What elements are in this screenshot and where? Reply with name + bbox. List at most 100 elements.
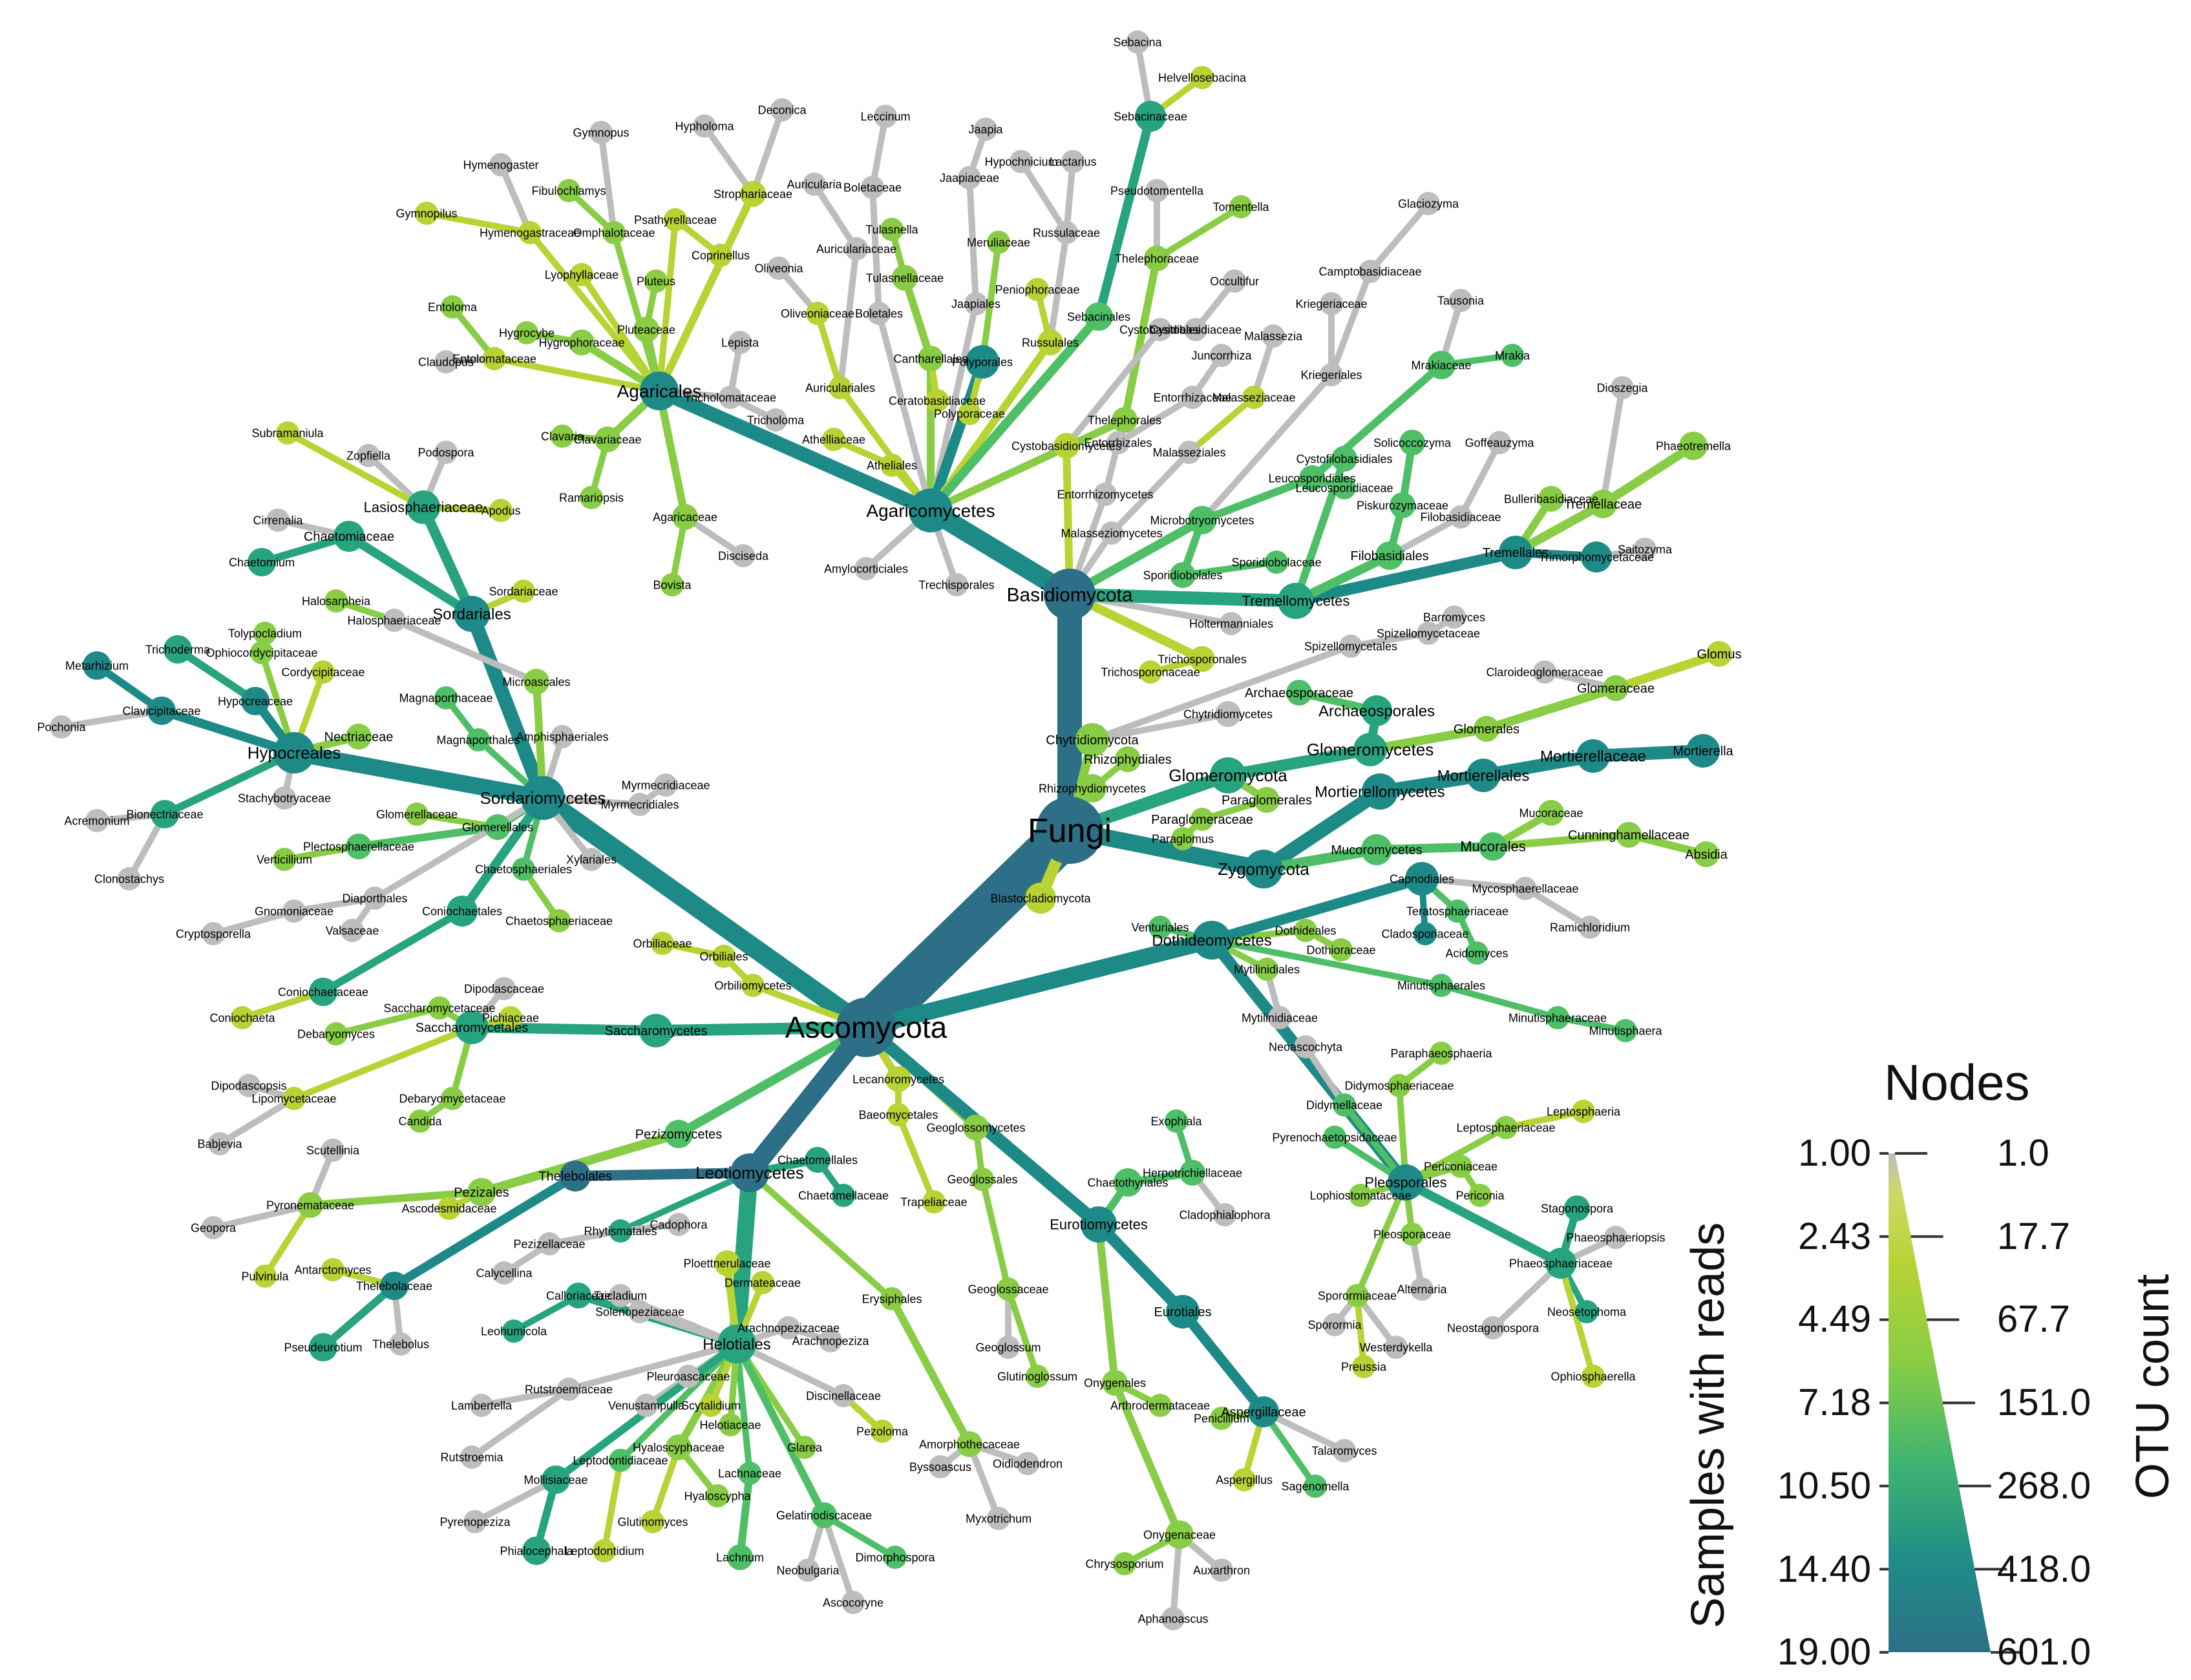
node-magnaporthaceae xyxy=(434,686,458,709)
edge-chaetomiaceae xyxy=(344,532,476,618)
edge-auricularia xyxy=(811,181,860,252)
label-lactarius: Lactarius xyxy=(1049,155,1096,168)
edge-capnodiales xyxy=(1207,874,1427,945)
label-goffeauzyma: Goffeauzyma xyxy=(1465,436,1535,449)
label-halosarpheia: Halosarpheia xyxy=(302,594,371,607)
label-filobasidiaceae: Filobasidiaceae xyxy=(1420,510,1501,523)
node-geoglossales xyxy=(971,1168,994,1191)
edge-ophiosphaerella xyxy=(1558,1260,1596,1380)
node-malasseziomycetes xyxy=(1100,521,1123,545)
node-venturiales xyxy=(1148,916,1172,939)
node-cystobasidiales xyxy=(1148,318,1172,341)
legend-otu-tick: 17.7 xyxy=(1997,1215,2070,1257)
label-polyporaceae: Polyporaceae xyxy=(934,407,1005,420)
label-agaricales: Agaricales xyxy=(617,381,702,401)
label-orbiliales: Orbiliales xyxy=(699,950,748,963)
label-candida: Candida xyxy=(398,1115,442,1128)
label-entolomataceae: Entolomataceae xyxy=(452,352,536,365)
node-sordariales xyxy=(454,596,490,632)
label-pochonia: Pochonia xyxy=(37,720,86,733)
node-geoglossaceae xyxy=(997,1277,1020,1301)
node-pluteus xyxy=(644,269,668,293)
node-debaryomyces xyxy=(324,1022,348,1045)
label-gymnopus: Gymnopus xyxy=(573,126,629,139)
node-phaeosphaeriaceae xyxy=(1545,1248,1576,1279)
node-chaetomium xyxy=(248,548,276,576)
node-trimorphomycetaceae xyxy=(1581,541,1612,572)
label-bionectriaceae: Bionectriaceae xyxy=(126,808,203,821)
label-ascomycota: Ascomycota xyxy=(785,1011,947,1044)
label-ascodesmidaceae: Ascodesmidaceae xyxy=(401,1202,496,1215)
node-plectosphaerellaceae xyxy=(346,834,372,859)
node-clavariaceae xyxy=(595,426,620,452)
node-sporormia xyxy=(1323,1313,1346,1336)
label-tremellomycetes: Tremellomycetes xyxy=(1242,593,1350,609)
label-ceratobasidiaceae: Ceratobasidiaceae xyxy=(889,394,986,407)
label-omphalotaceae: Omphalotaceae xyxy=(573,226,655,239)
edge-leucosporidiales xyxy=(1198,474,1316,524)
node-fibulochlamys xyxy=(557,179,580,202)
node-xylariales xyxy=(580,848,603,871)
node-russulaceae xyxy=(1055,221,1078,244)
node-sordariomycetes xyxy=(521,776,565,820)
node-saccharomycetales xyxy=(455,1011,489,1044)
edge-gymnopilus xyxy=(423,210,533,236)
edge-rutstroemiaceae xyxy=(566,1341,740,1392)
label-ophiocordycipitaceae: Ophiocordycipitaceae xyxy=(206,646,317,659)
label-hypholoma: Hypholoma xyxy=(675,120,734,132)
edge-camptobasidiaceae xyxy=(1328,268,1373,378)
label-saccharomycetes: Saccharomycetes xyxy=(605,1024,708,1038)
node-clonostachys xyxy=(118,867,141,890)
label-clonostachys: Clonostachys xyxy=(94,872,164,885)
edge-thelephoraceae xyxy=(1121,255,1161,424)
node-sebacina xyxy=(1126,30,1149,54)
node-saitozyma xyxy=(1633,538,1656,561)
edge-glutinoglossum xyxy=(1005,1286,1041,1380)
node-talaromyces xyxy=(1333,1439,1356,1462)
node-pyrenopeziza xyxy=(463,1510,487,1533)
label-metarhizium: Metarhizium xyxy=(65,659,129,672)
node-cystofilobasidiales xyxy=(1331,446,1357,472)
node-mortierella xyxy=(1686,734,1720,768)
node-cystobasidiomycetes xyxy=(1053,433,1079,459)
node-auriculariaceae xyxy=(845,237,868,260)
node-amphisphaeriales xyxy=(551,725,574,748)
node-rhytismatales xyxy=(609,1219,632,1243)
node-helotiaceae xyxy=(719,1413,742,1436)
edge-glomerellaceae xyxy=(414,811,501,830)
node-halosphaeriaceae xyxy=(383,609,406,632)
node-pyronemataceae xyxy=(297,1192,323,1218)
edge-gymnopus xyxy=(598,129,617,236)
node-bovista xyxy=(661,573,684,596)
label-plectosphaerellaceae: Plectosphaerellaceae xyxy=(303,840,414,853)
label-geoglossomycetes: Geoglossomycetes xyxy=(926,1121,1025,1134)
node-orbiliales xyxy=(712,945,736,968)
node-dimorphospora xyxy=(884,1546,907,1569)
label-chrysosporium: Chrysosporium xyxy=(1085,1557,1163,1570)
node-stachybotryaceae xyxy=(273,786,296,810)
label-dipodascaceae: Dipodascaceae xyxy=(464,982,544,995)
label-babjevia: Babjevia xyxy=(197,1137,242,1150)
label-thelephoraceae: Thelephoraceae xyxy=(1115,252,1199,265)
label-onygenales: Onygenales xyxy=(1084,1376,1146,1389)
label-erysiphales: Erysiphales xyxy=(862,1292,922,1305)
edge-thelephorales xyxy=(927,416,1128,514)
label-saccharomycetaceae: Saccharomycetaceae xyxy=(383,1002,495,1014)
label-clavicipitaceae: Clavicipitaceae xyxy=(122,704,200,717)
node-thelebolales xyxy=(560,1160,591,1192)
label-neostagonospora: Neostagonospora xyxy=(1447,1321,1540,1334)
label-filobasidiales: Filobasidiales xyxy=(1350,549,1428,563)
label-psathyrellaceae: Psathyrellaceae xyxy=(634,213,717,226)
label-glomerellales: Glomerellales xyxy=(462,821,533,834)
edge-minutisphaeraceae xyxy=(1438,982,1561,1021)
label-jaapiaceae: Jaapiaceae xyxy=(940,171,999,184)
label-barromyces: Barromyces xyxy=(1423,611,1485,624)
node-capnodiales xyxy=(1405,862,1439,896)
node-deconica xyxy=(770,98,794,121)
node-lactarius xyxy=(1061,150,1085,173)
node-jaapiaceae xyxy=(958,166,981,189)
node-tausonia xyxy=(1449,289,1472,312)
label-cantharellales: Cantharellales xyxy=(893,352,968,365)
label-mortierellomycetes: Mortierellomycetes xyxy=(1315,783,1445,801)
edge-bionectriaceae xyxy=(161,749,298,818)
